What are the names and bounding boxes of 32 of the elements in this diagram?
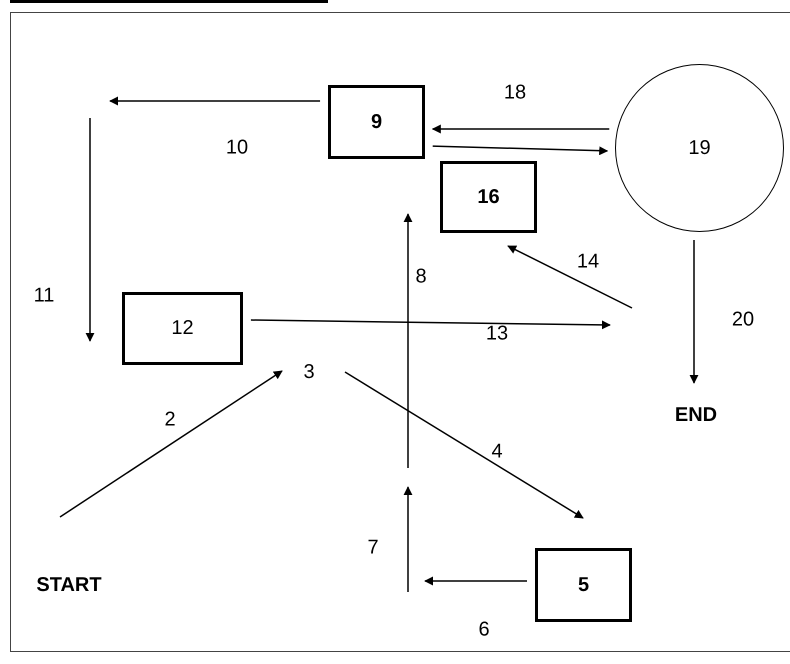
edge-label: 4 — [491, 440, 503, 464]
arrow — [432, 124, 610, 134]
step-number: 8 — [415, 266, 427, 288]
arrow — [690, 240, 698, 384]
arrow — [60, 370, 283, 518]
edge-label: 6 — [478, 618, 490, 642]
node-label: 19 — [688, 136, 711, 160]
edge-label: 10 — [226, 136, 248, 160]
arrow — [507, 245, 632, 309]
end-label: END — [668, 401, 724, 429]
arrow — [250, 319, 611, 330]
node-label: 9 — [370, 110, 382, 134]
start-label: START — [28, 571, 110, 599]
arrow — [432, 145, 608, 156]
arrow — [344, 371, 584, 519]
edge-label: 14 — [576, 250, 600, 274]
node-label: 16 — [477, 186, 500, 208]
edge-label: 20 — [732, 308, 754, 332]
step-label: 3 — [296, 358, 322, 386]
process-box — [440, 161, 537, 233]
process-box — [122, 292, 243, 365]
step-number: 7 — [367, 536, 379, 560]
edge-label: 18 — [504, 82, 526, 104]
edge-label: 13 — [486, 322, 508, 346]
step-number: 11 — [34, 284, 54, 308]
arrow — [109, 96, 320, 106]
arrow — [424, 576, 527, 586]
process-box — [535, 548, 632, 622]
edge-label: 2 — [164, 408, 176, 432]
node-label: 5 — [578, 574, 590, 596]
node-label: 12 — [171, 317, 194, 340]
process-box — [328, 85, 425, 159]
